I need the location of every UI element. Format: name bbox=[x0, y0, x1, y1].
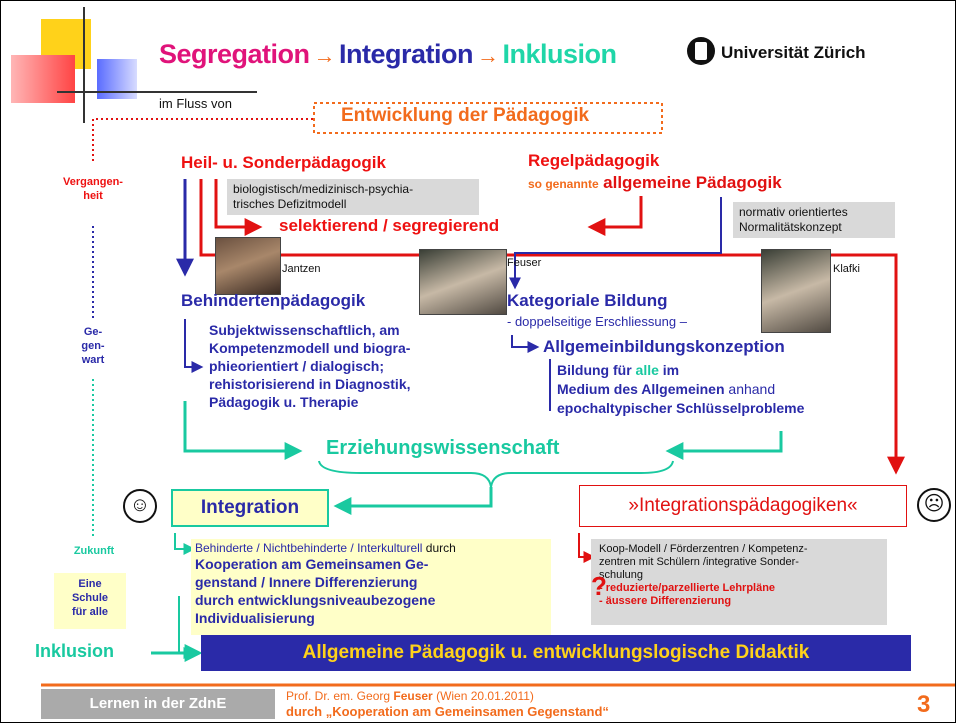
concept-line1-b: alle bbox=[635, 362, 659, 378]
timeline-future: Zukunft bbox=[73, 545, 115, 557]
photo-klafki bbox=[761, 249, 831, 333]
footer-left: Lernen in der ZdnE bbox=[41, 689, 275, 719]
integration-desc-line1-a: Behinderte / Nichtbehinderte / Interkult… bbox=[195, 541, 423, 555]
concept-line1-c: im bbox=[658, 362, 680, 378]
blue-regel-to-kategorial bbox=[509, 197, 722, 290]
concept-body: Bildung für alle im Medium des Allgemein… bbox=[557, 361, 804, 418]
models-bullet-1: - reduzierte/parzellierte Lehrpläne bbox=[599, 582, 776, 594]
title-inklusion: Inklusion bbox=[502, 39, 618, 69]
concept-line2-b: anhand bbox=[724, 381, 776, 397]
regel-sub-prefix: so genannte bbox=[528, 177, 599, 191]
regel-subtitle: so genannte allgemeine Pädagogik bbox=[528, 173, 782, 193]
general-pedagogy-banner: Allgemeine Pädagogik u. entwicklungslogi… bbox=[201, 635, 911, 671]
footer-author-b: Feuser bbox=[393, 689, 433, 703]
deco-horizontal-line bbox=[57, 91, 257, 93]
flow-heading: Entwicklung der Pädagogik bbox=[341, 105, 590, 126]
green-left-to-ews bbox=[183, 401, 303, 460]
label-jantzen: Jantzen bbox=[282, 263, 321, 275]
green-ews-to-integration bbox=[333, 487, 493, 515]
deco-red-square bbox=[11, 55, 75, 103]
segregation-line-a bbox=[214, 179, 263, 236]
timeline-top-dotted bbox=[92, 118, 314, 161]
blue-behinderten-body bbox=[184, 319, 204, 373]
timeline-past: Vergangen- heit bbox=[63, 176, 123, 202]
deco-vertical-line bbox=[83, 7, 85, 123]
page-title: Segregation→Integration→Inklusion bbox=[159, 39, 617, 70]
deficit-model-note: biologistisch/medizinisch-psychia- trisc… bbox=[227, 179, 479, 215]
title-arrow-1: → bbox=[313, 43, 336, 68]
sad-smiley-icon: ☹ bbox=[917, 488, 951, 522]
concept-line-2: Medium des Allgemeinen anhand bbox=[557, 380, 804, 399]
timeline-school: Eine Schule für alle bbox=[54, 573, 126, 629]
concept-line-3: epochaltypischer Schlüsselprobleme bbox=[557, 400, 805, 416]
label-klafki: Klafki bbox=[833, 263, 860, 275]
models-bullet-2: - äussere Differenzierung bbox=[599, 595, 732, 607]
happy-smiley-icon: ☺ bbox=[123, 489, 157, 523]
red-main-line bbox=[199, 179, 905, 475]
footer-author: Prof. Dr. em. Georg Feuser (Wien 20.01.2… bbox=[286, 689, 534, 703]
concept-title: Allgemeinbildungskonzeption bbox=[543, 337, 785, 356]
title-segregation: Segregation bbox=[159, 39, 310, 69]
title-arrow-2: → bbox=[477, 43, 499, 68]
photo-jantzen bbox=[215, 237, 281, 295]
flow-box bbox=[313, 102, 663, 134]
integration-box: Integration bbox=[171, 489, 329, 527]
footer-line2: durch „Kooperation am Gemeinsamen Gegens… bbox=[286, 704, 609, 719]
integration-pedagogies-box: »Integrationspädagogiken« bbox=[579, 485, 907, 527]
blue-kategorial-to-concept bbox=[511, 335, 540, 353]
regel-title: Regelpädagogik bbox=[528, 151, 660, 170]
models-box: Koop-Modell / Förderzentren / Kompetenz-… bbox=[591, 539, 887, 625]
disability-pedagogy-title: Behindertenpädagogik bbox=[181, 291, 366, 310]
timeline-present: Ge- gen- wart bbox=[81, 326, 105, 366]
red-integration-models bbox=[578, 533, 596, 563]
timeline-inclusion: Inklusion bbox=[35, 641, 115, 661]
green-right-to-ews bbox=[665, 431, 783, 460]
concept-line-1: Bildung für alle im bbox=[557, 361, 804, 380]
university-seal-icon bbox=[687, 37, 715, 65]
title-integration: Integration bbox=[339, 39, 474, 69]
label-feuser: Feuser bbox=[507, 257, 542, 269]
segregation-line-b bbox=[587, 196, 643, 236]
integration-desc-line1-b: durch bbox=[422, 541, 456, 555]
models-text: Koop-Modell / Förderzentren / Kompetenz-… bbox=[599, 543, 808, 581]
disability-pedagogy-body: Subjektwissenschaftlich, am Kompetenzmod… bbox=[209, 322, 411, 410]
education-science: Erziehungswissenschaft bbox=[326, 437, 560, 459]
categorial-sub: - doppelseitige Erschliessung – bbox=[507, 314, 687, 329]
concept-line2-a: Medium des Allgemeinen bbox=[557, 381, 725, 397]
concept-line1-a: Bildung für bbox=[557, 362, 636, 378]
page-number: 3 bbox=[917, 691, 931, 718]
integration-desc-line1: Behinderte / Nichtbehinderte / Interkult… bbox=[195, 541, 547, 555]
green-integration-to-desc bbox=[174, 533, 196, 555]
photo-feuser bbox=[419, 249, 507, 315]
integration-desc-box: Behinderte / Nichtbehinderte / Interkult… bbox=[191, 539, 551, 635]
heil-sonder-title: Heil- u. Sonderpädagogik bbox=[181, 153, 386, 172]
regel-sub-main: allgemeine Pädagogik bbox=[603, 173, 782, 192]
green-brace bbox=[318, 460, 674, 488]
footer-author-a: Prof. Dr. em. Georg bbox=[286, 689, 394, 703]
categorial-title: Kategoriale Bildung bbox=[507, 291, 668, 310]
segregating-label: selektierend / segregierend bbox=[279, 216, 500, 235]
integration-desc-rest: Kooperation am Gemeinsamen Ge- genstand … bbox=[195, 556, 436, 626]
flow-prefix: im Fluss von bbox=[159, 96, 232, 111]
normality-note: normativ orientiertes Normalitätskonzept bbox=[733, 202, 895, 238]
university-logo: Universität Zürich bbox=[687, 37, 866, 65]
question-mark-icon: ? bbox=[591, 571, 607, 601]
university-name: Universität Zürich bbox=[721, 43, 866, 62]
footer-author-c: (Wien 20.01.2011) bbox=[432, 689, 534, 703]
